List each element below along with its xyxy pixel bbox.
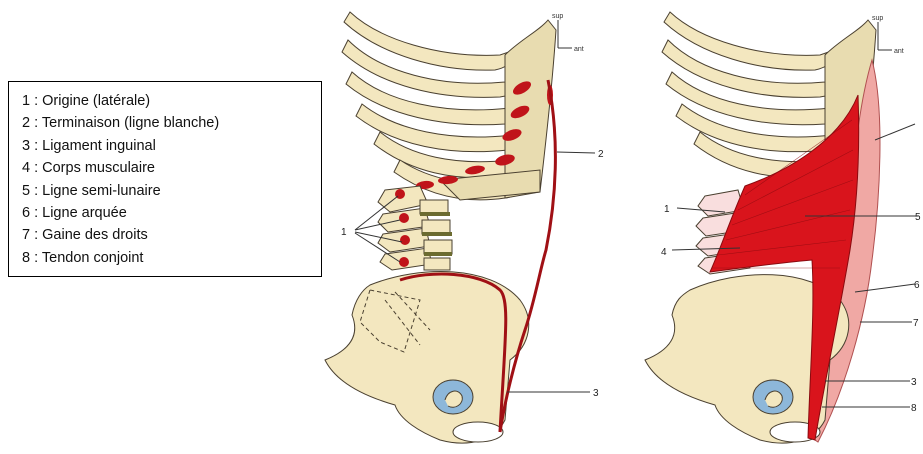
left-label-3: 3 bbox=[593, 388, 599, 399]
right-label-5: 5 bbox=[915, 212, 921, 223]
left-label-2: 2 bbox=[598, 149, 604, 160]
right-label-7: 7 bbox=[913, 318, 919, 329]
left-orientation-marker: sup ant bbox=[552, 13, 584, 53]
right-label-1: 1 bbox=[664, 204, 670, 215]
right-orientation-marker: sup ant bbox=[872, 15, 904, 55]
left-lumbar-spine bbox=[378, 186, 452, 270]
right-ant-label: ant bbox=[894, 48, 904, 55]
left-figure: sup ant 1 2 3 bbox=[325, 12, 604, 443]
left-label-1: 1 bbox=[341, 227, 347, 238]
right-label-3: 3 bbox=[911, 377, 917, 388]
right-label-8: 8 bbox=[911, 403, 917, 414]
left-pelvis bbox=[325, 271, 529, 443]
right-label-4: 4 bbox=[661, 247, 667, 258]
right-figure: sup ant 1 4 5 6 7 3 8 bbox=[645, 12, 921, 443]
left-ant-label: ant bbox=[574, 46, 584, 53]
right-label-6: 6 bbox=[914, 280, 920, 291]
right-sup-label: sup bbox=[872, 15, 883, 22]
left-sup-label: sup bbox=[552, 13, 563, 20]
